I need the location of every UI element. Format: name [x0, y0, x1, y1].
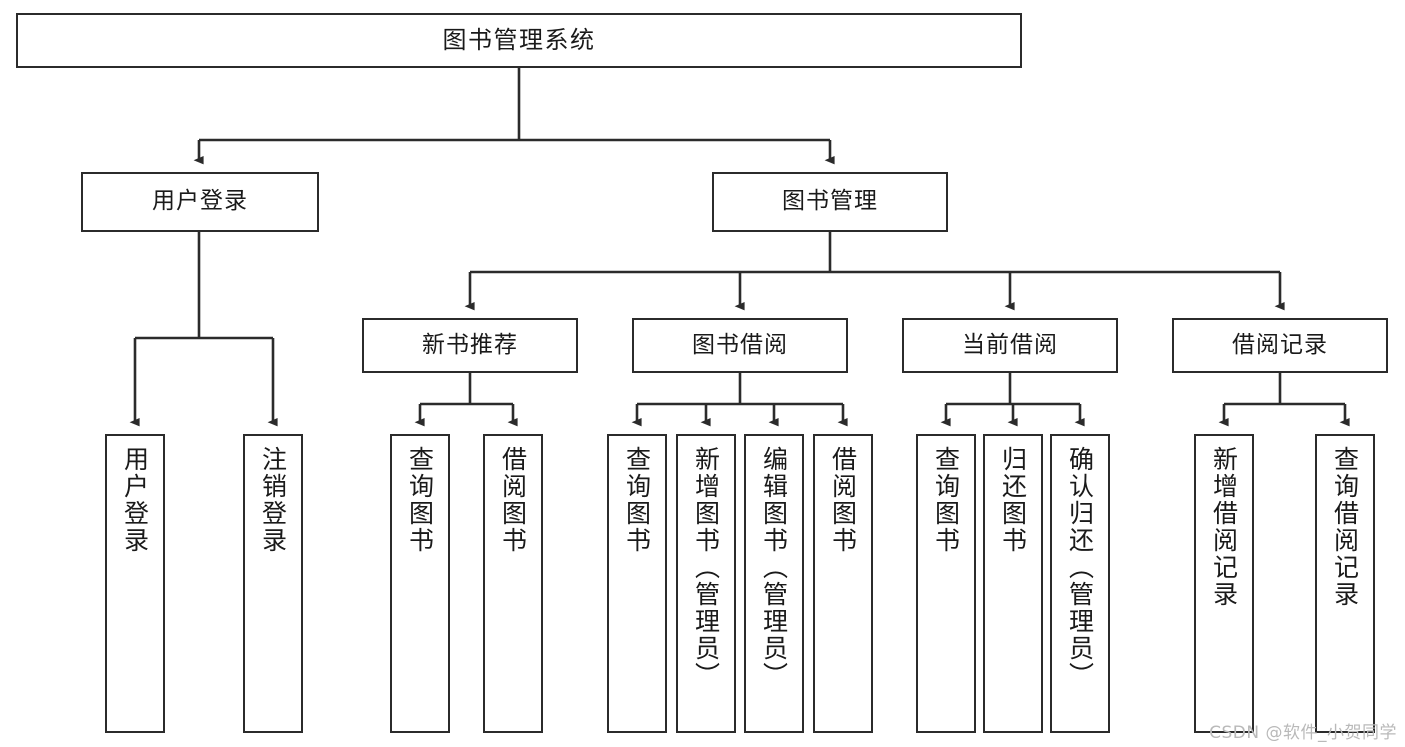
leaf-borrow-book-label: 借阅图书 — [828, 446, 858, 554]
leaf-add-book-admin[interactable]: 新增图书（管理员） — [676, 434, 736, 733]
node-current-borrow[interactable]: 当前借阅 — [902, 318, 1118, 373]
leaf-add-borrow-record-label: 新增借阅记录 — [1209, 446, 1239, 608]
node-user-login-label: 用户登录 — [152, 188, 248, 215]
node-current-borrow-label: 当前借阅 — [962, 331, 1058, 358]
leaf-query-book-borrow-label: 查询图书 — [622, 446, 652, 554]
leaf-query-borrow-record-label: 查询借阅记录 — [1330, 446, 1360, 608]
node-borrow-record-label: 借阅记录 — [1232, 331, 1328, 358]
node-new-book-recommend-label: 新书推荐 — [422, 331, 518, 358]
leaf-edit-book-admin-label: 编辑图书（管理员） — [759, 446, 789, 689]
node-root-label: 图书管理系统 — [442, 26, 596, 55]
leaf-query-book-current[interactable]: 查询图书 — [916, 434, 976, 733]
node-borrow-record[interactable]: 借阅记录 — [1172, 318, 1388, 373]
node-book-management-label: 图书管理 — [782, 188, 878, 215]
node-book-borrow-label: 图书借阅 — [692, 331, 788, 358]
node-book-management[interactable]: 图书管理 — [712, 172, 948, 232]
watermark: CSDN @软件_小贺同学 — [1209, 723, 1397, 743]
leaf-logout[interactable]: 注销登录 — [243, 434, 303, 733]
leaf-edit-book-admin[interactable]: 编辑图书（管理员） — [744, 434, 804, 733]
leaf-query-book-current-label: 查询图书 — [931, 446, 961, 554]
leaf-confirm-return-admin-label: 确认归还（管理员） — [1065, 446, 1095, 689]
leaf-return-book[interactable]: 归还图书 — [983, 434, 1043, 733]
node-user-login[interactable]: 用户登录 — [81, 172, 319, 232]
leaf-query-book-recommend[interactable]: 查询图书 — [390, 434, 450, 733]
leaf-confirm-return-admin[interactable]: 确认归还（管理员） — [1050, 434, 1110, 733]
node-book-borrow[interactable]: 图书借阅 — [632, 318, 848, 373]
leaf-borrow-book-recommend-label: 借阅图书 — [498, 446, 528, 554]
leaf-return-book-label: 归还图书 — [998, 446, 1028, 554]
leaf-user-login-label: 用户登录 — [120, 446, 150, 554]
leaf-query-borrow-record[interactable]: 查询借阅记录 — [1315, 434, 1375, 733]
leaf-user-login[interactable]: 用户登录 — [105, 434, 165, 733]
leaf-query-book-borrow[interactable]: 查询图书 — [607, 434, 667, 733]
leaf-logout-label: 注销登录 — [258, 446, 288, 554]
node-new-book-recommend[interactable]: 新书推荐 — [362, 318, 578, 373]
leaf-add-borrow-record[interactable]: 新增借阅记录 — [1194, 434, 1254, 733]
leaf-add-book-admin-label: 新增图书（管理员） — [691, 446, 721, 689]
leaf-borrow-book-recommend[interactable]: 借阅图书 — [483, 434, 543, 733]
leaf-query-book-recommend-label: 查询图书 — [405, 446, 435, 554]
leaf-borrow-book[interactable]: 借阅图书 — [813, 434, 873, 733]
node-root[interactable]: 图书管理系统 — [16, 13, 1022, 68]
